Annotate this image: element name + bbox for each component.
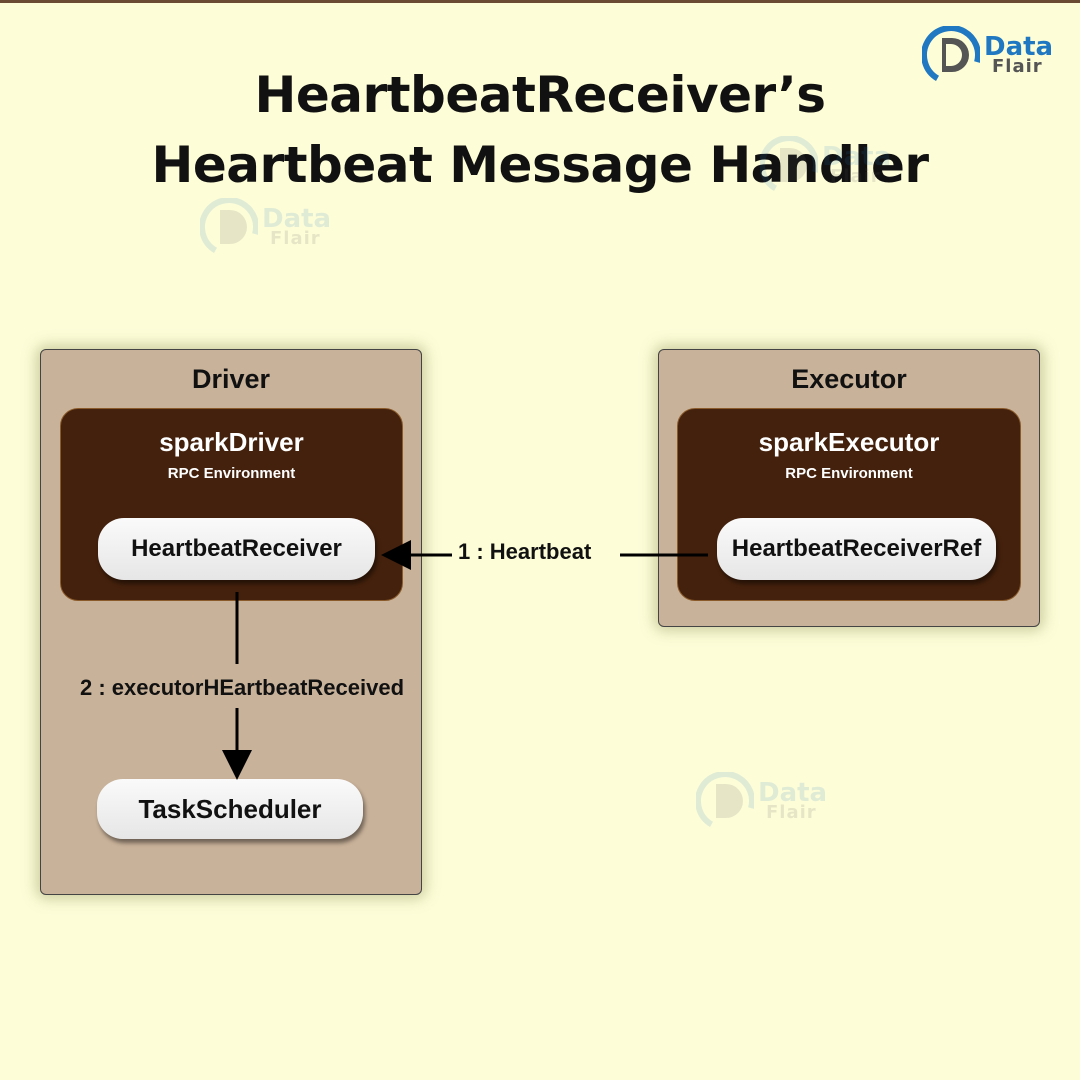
- watermark-logo-icon: [199, 196, 259, 257]
- heartbeat-edge-label: 1 : Heartbeat: [458, 539, 592, 564]
- page-title-line-2: Heartbeat Message Handler: [151, 136, 929, 194]
- spark-driver-title: sparkDriver: [159, 427, 304, 457]
- watermark-text-data: Data: [822, 142, 892, 172]
- watermark-text-data: Data: [758, 778, 828, 808]
- logo-text-data: Data: [984, 32, 1054, 62]
- watermark-logo: Data Flair: [695, 771, 828, 831]
- watermark-logo-icon: [759, 134, 819, 195]
- dataflair-logo: Data Flair: [921, 25, 1054, 85]
- task-scheduler-node: TaskScheduler: [97, 779, 363, 839]
- watermark-text-data: Data: [262, 204, 332, 234]
- spark-executor-title: sparkExecutor: [758, 427, 940, 457]
- driver-label: Driver: [191, 364, 271, 394]
- watermark-text-flair: Flair: [766, 802, 817, 823]
- watermark-text-flair: Flair: [830, 166, 881, 187]
- dataflair-logo-icon: [921, 25, 981, 85]
- watermark-text-flair: Flair: [270, 228, 321, 249]
- top-border-line: [0, 0, 1080, 3]
- watermark-logo-icon: [695, 771, 755, 831]
- executor-label: Executor: [791, 364, 907, 394]
- page-title-line-1: HeartbeatReceiver’s: [254, 66, 826, 124]
- watermark-logo: Data Flair: [759, 134, 892, 195]
- logo-text-flair: Flair: [992, 56, 1043, 77]
- heartbeat-receiver-node: HeartbeatReceiver: [98, 518, 375, 580]
- executor-heartbeat-received-edge-label: 2 : executorHEartbeatReceived: [80, 675, 405, 700]
- heartbeat-receiver-ref-node: HeartbeatReceiverRef: [717, 518, 996, 580]
- spark-executor-subtitle: RPC Environment: [785, 465, 913, 482]
- spark-driver-subtitle: RPC Environment: [167, 465, 296, 482]
- watermark-logo: Data Flair: [199, 196, 332, 257]
